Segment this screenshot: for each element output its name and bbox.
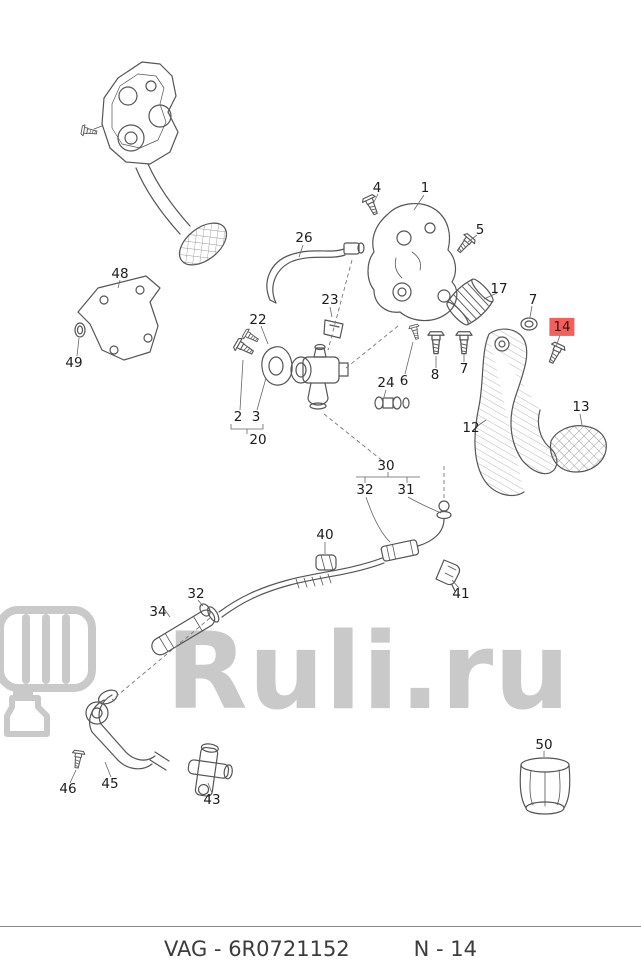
part-label-7[interactable]: 7: [459, 360, 469, 377]
part-label-17[interactable]: 17: [490, 280, 508, 297]
eyelet-drawing: [261, 346, 293, 386]
part-label-20[interactable]: 20: [249, 431, 267, 448]
construction-lines: [111, 259, 445, 701]
part-label-30[interactable]: 30: [377, 457, 395, 474]
part-label-3[interactable]: 3: [251, 408, 261, 425]
part-label-32[interactable]: 32: [187, 585, 205, 602]
clutch-pedal-drawing: [474, 328, 607, 497]
part-label-6[interactable]: 6: [399, 372, 409, 389]
hose-drawing: [266, 242, 365, 304]
master-cylinder-drawing: [290, 343, 349, 410]
bracket-hose-drawing: [85, 689, 170, 771]
part-label-32[interactable]: 32: [356, 481, 374, 498]
mounting-plate-drawing: [74, 275, 161, 361]
clip-drawing: [323, 319, 344, 339]
part-label-4[interactable]: 4: [372, 179, 382, 196]
part-label-1[interactable]: 1: [420, 179, 430, 196]
footer-page-code: N - 14: [413, 937, 478, 961]
part-label-26[interactable]: 26: [295, 229, 313, 246]
sleeve-drawing: [519, 757, 571, 815]
part-label-40[interactable]: 40: [316, 526, 334, 543]
leader-lines: [69, 193, 583, 794]
part-label-46[interactable]: 46: [59, 780, 77, 797]
part-label-49[interactable]: 49: [65, 354, 83, 371]
part-label-14[interactable]: 14: [549, 317, 575, 337]
part-label-22[interactable]: 22: [249, 311, 267, 328]
boot-spring-drawing: [446, 278, 494, 326]
part-label-45[interactable]: 45: [101, 775, 119, 792]
part-label-13[interactable]: 13: [572, 398, 590, 415]
upper-pedal-assembly-drawing: [80, 61, 228, 266]
pedal-bracket-drawing: [367, 203, 458, 322]
footer-part-number: VAG - 6R0721152: [163, 937, 350, 961]
pipe-assembly-drawing: [218, 518, 445, 618]
part-label-48[interactable]: 48: [111, 265, 129, 282]
part-label-34[interactable]: 34: [149, 603, 167, 620]
retainer-drawing: [435, 559, 461, 592]
part-label-12[interactable]: 12: [462, 419, 480, 436]
part-label-5[interactable]: 5: [475, 221, 485, 238]
footer-bar: VAG - 6R0721152 N - 14: [0, 926, 641, 970]
clip-block-drawing: [315, 554, 337, 571]
valve-fitting-drawing: [374, 396, 410, 410]
part-label-50[interactable]: 50: [535, 736, 553, 753]
part-label-7[interactable]: 7: [528, 291, 538, 308]
part-label-8[interactable]: 8: [430, 366, 440, 383]
part-label-2[interactable]: 2: [233, 408, 243, 425]
part-label-41[interactable]: 41: [452, 585, 470, 602]
part-label-23[interactable]: 23: [321, 291, 339, 308]
part-label-24[interactable]: 24: [377, 374, 395, 391]
slave-cylinder-drawing: [187, 743, 233, 797]
part-label-43[interactable]: 43: [203, 791, 221, 808]
part-label-31[interactable]: 31: [397, 481, 415, 498]
